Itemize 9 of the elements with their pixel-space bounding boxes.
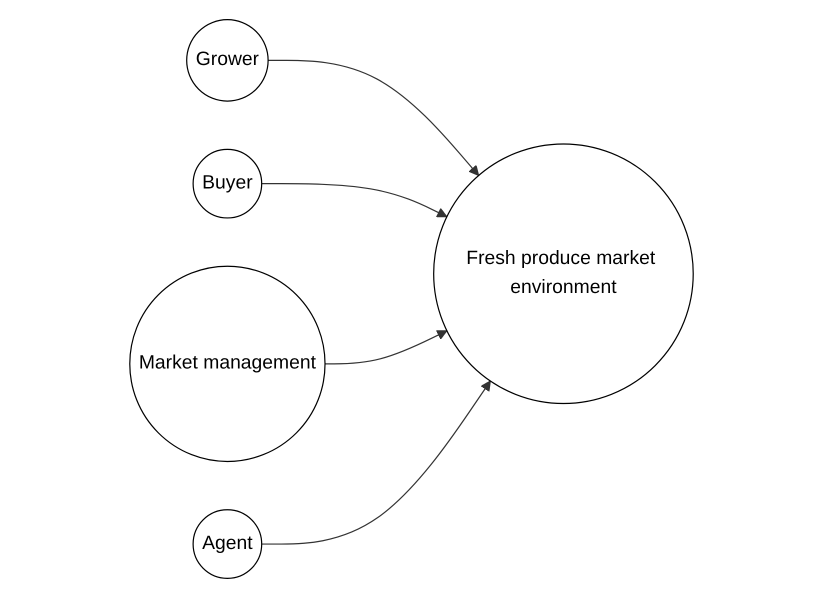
arrow [262, 183, 448, 218]
node-circle: Market management [129, 266, 326, 462]
node-circle: Buyer [192, 148, 262, 219]
node-circle: Grower [186, 19, 269, 102]
node-circle: Fresh produce market environment [433, 143, 694, 404]
arrow [268, 60, 480, 176]
arrow [262, 380, 491, 545]
arrow [325, 330, 448, 364]
node-circle: Agent [192, 509, 262, 579]
